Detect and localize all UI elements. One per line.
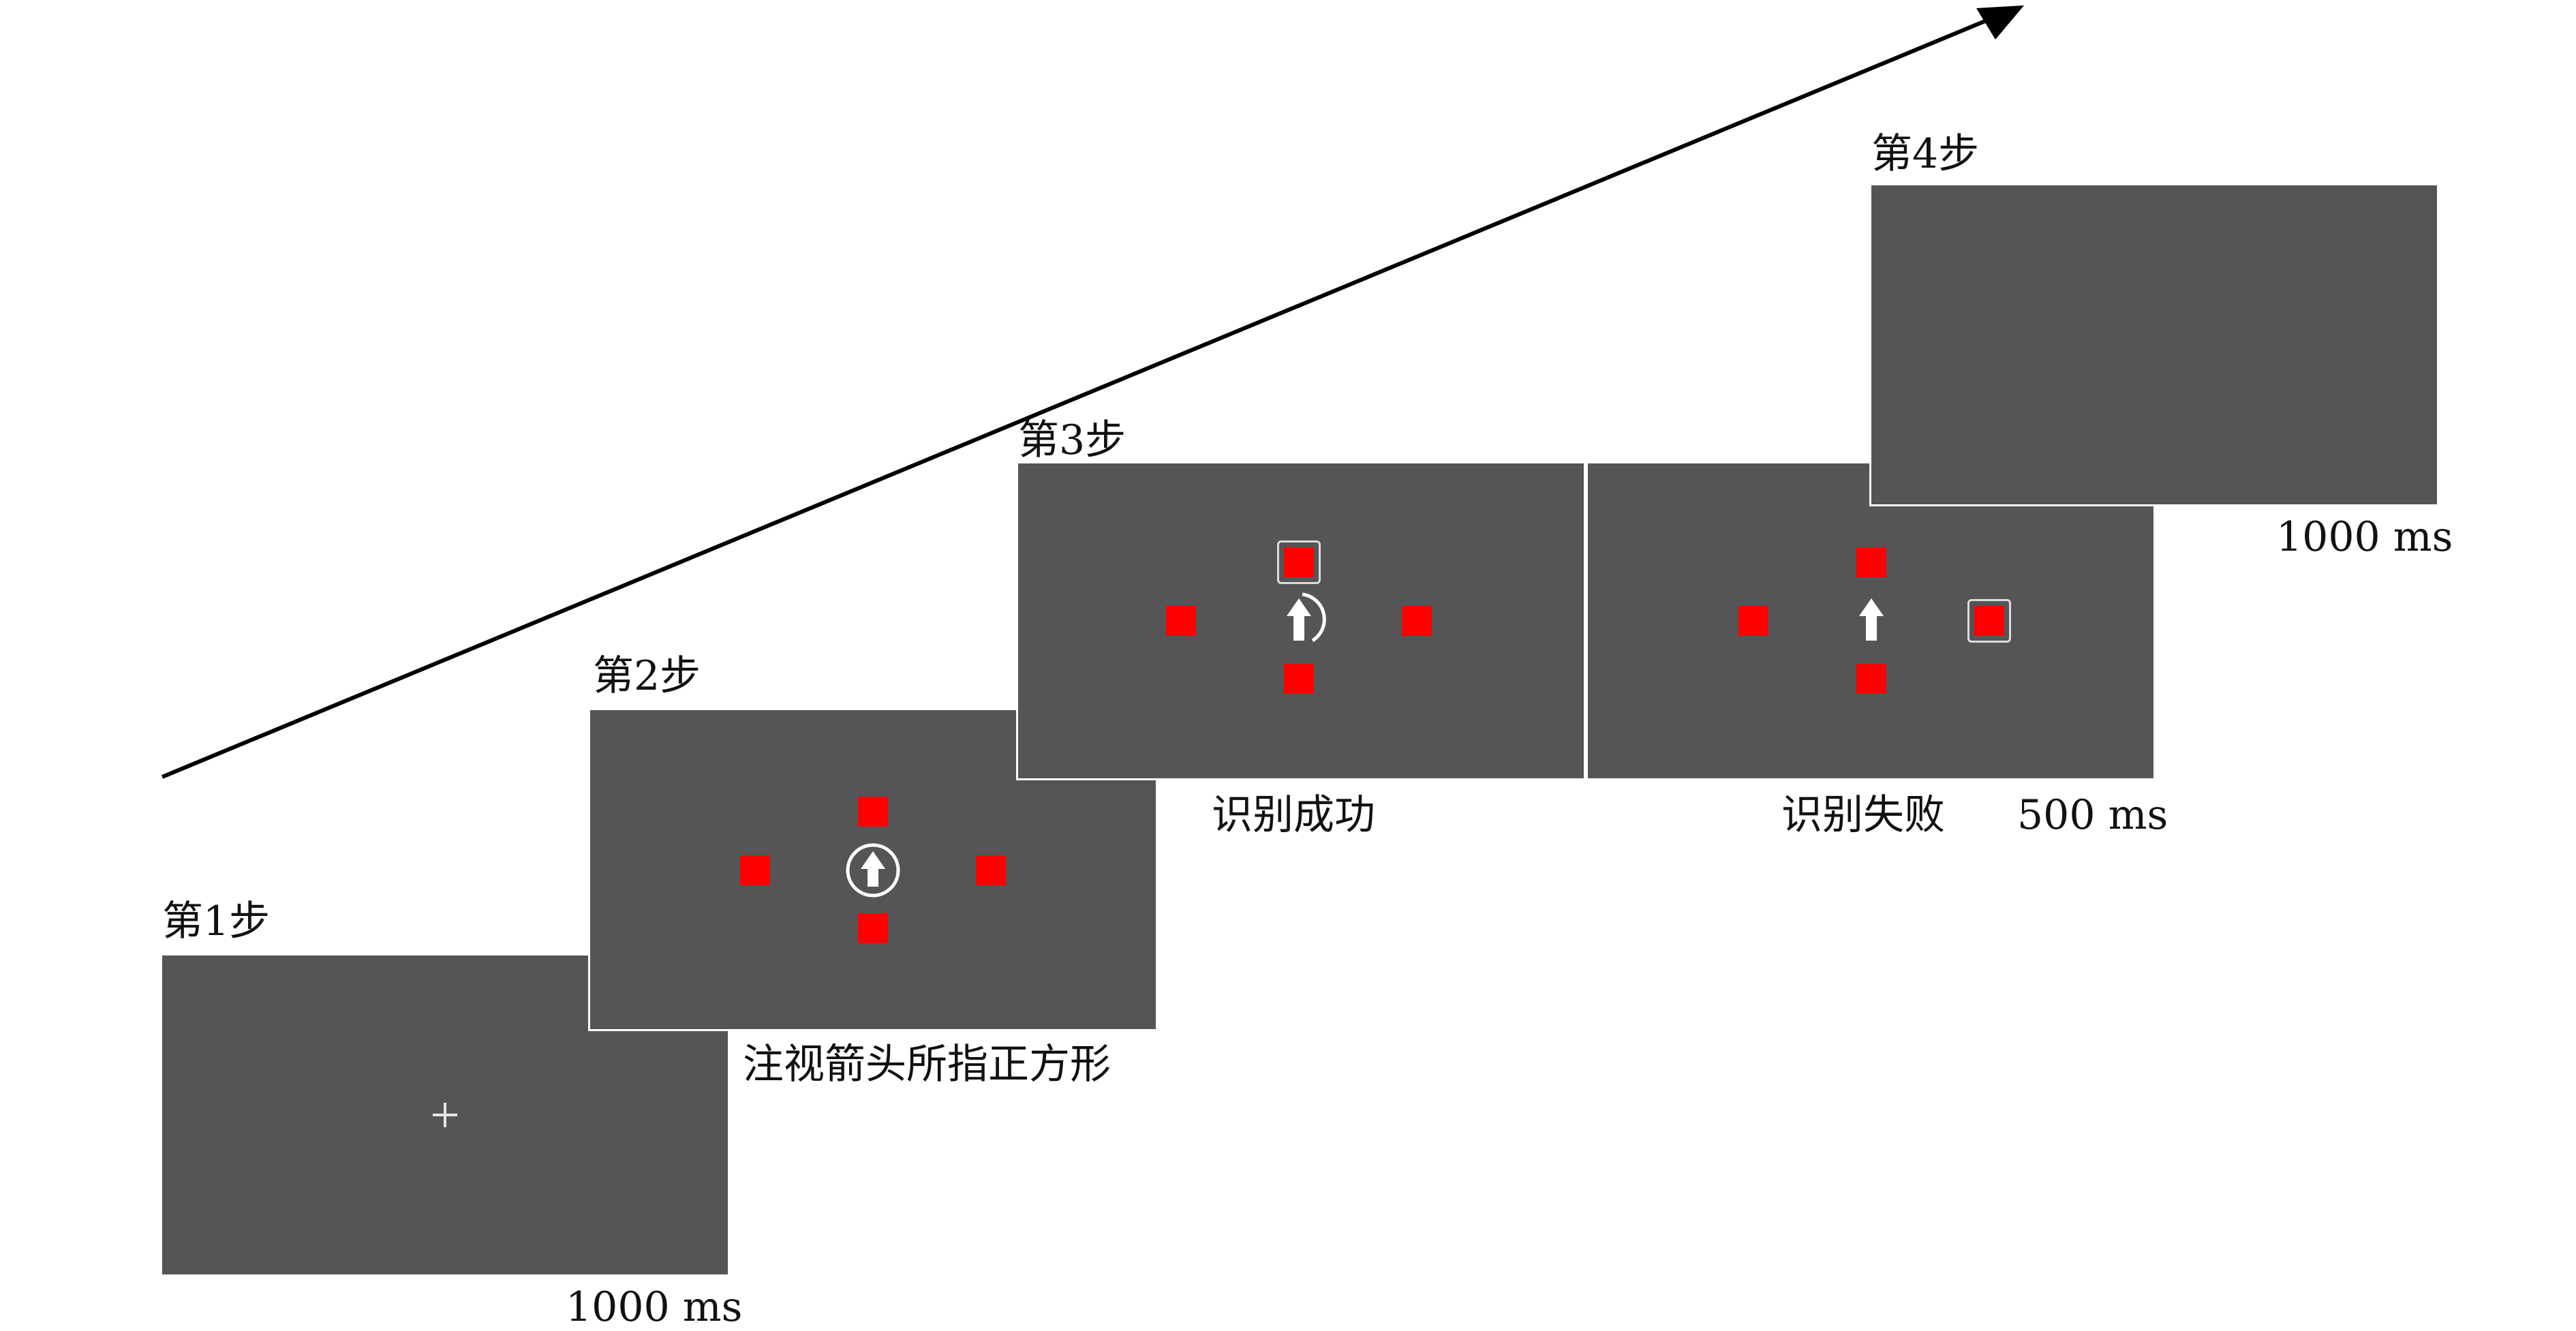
target-square-bottom xyxy=(1284,664,1314,694)
target-square-right xyxy=(1402,606,1432,636)
step-4-duration: 1000 ms xyxy=(2276,513,2453,561)
target-square-top xyxy=(1284,547,1314,577)
target-square-top xyxy=(858,797,888,827)
step-4-label: 第4步 xyxy=(1871,130,1980,178)
target-square-bottom xyxy=(858,913,888,943)
progress-arc-icon xyxy=(1302,592,1326,643)
up-arrow-circle-icon xyxy=(846,843,900,898)
up-arrow-icon xyxy=(1287,598,1311,641)
step-2-label: 第2步 xyxy=(593,652,701,700)
target-square-left xyxy=(1166,606,1196,636)
step-1-duration: 1000 ms xyxy=(566,1283,743,1331)
fixation-cross-icon xyxy=(433,1103,457,1127)
selection-frame xyxy=(1967,599,2011,643)
target-square-top xyxy=(1856,547,1886,577)
step-3-duration: 500 ms xyxy=(2017,791,2168,839)
step-3-success-screen xyxy=(1016,461,1586,780)
step-1-label: 第1步 xyxy=(162,898,271,945)
target-square-left xyxy=(1738,606,1768,636)
step-3-success-caption: 识别成功 xyxy=(1212,791,1375,839)
step-3-failure-screen xyxy=(1586,461,2156,780)
target-square-left xyxy=(740,855,770,885)
target-square-bottom xyxy=(1856,664,1886,694)
target-square-right xyxy=(1974,606,2004,636)
selection-frame xyxy=(1277,540,1321,584)
step-3-label: 第3步 xyxy=(1018,416,1126,464)
step-3-failure-caption: 识别失败 xyxy=(1781,791,1945,839)
step-4-screen xyxy=(1869,183,2439,506)
step-2-caption: 注视箭头所指正方形 xyxy=(743,1041,1111,1088)
up-arrow-icon xyxy=(1859,598,1884,641)
target-square-right xyxy=(976,855,1006,885)
